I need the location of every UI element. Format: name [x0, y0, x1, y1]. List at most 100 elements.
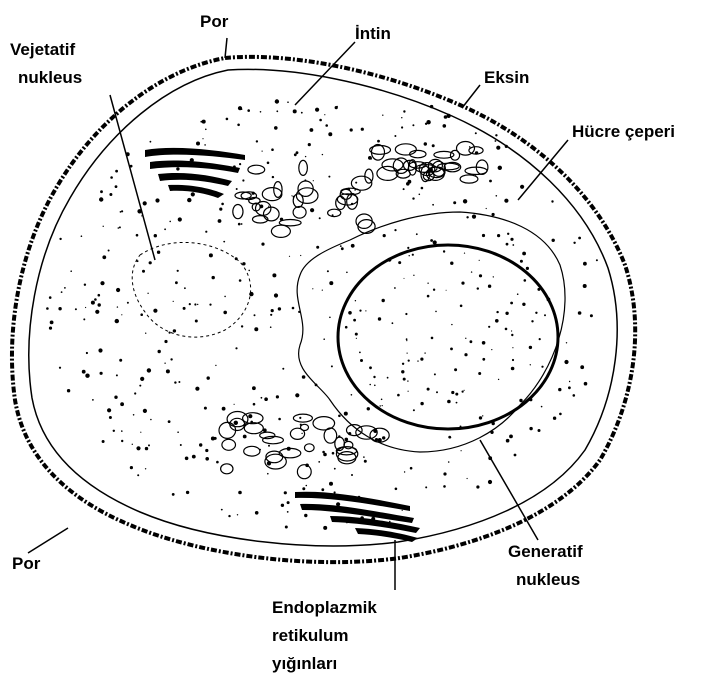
vacuole — [328, 209, 341, 216]
granule-dot — [238, 491, 242, 495]
chromatin-dot — [461, 282, 464, 285]
granule-dot — [584, 382, 588, 386]
granule-dot — [301, 433, 302, 434]
granule-dot — [316, 246, 319, 249]
granule-dot — [196, 142, 200, 146]
chromatin-dot — [401, 370, 404, 373]
granule-dot — [164, 228, 166, 230]
chromatin-dot — [456, 402, 458, 404]
label-endo-3: yığınları — [272, 652, 337, 676]
granule-dot — [424, 142, 427, 145]
chromatin-dot — [539, 338, 541, 340]
chromatin-dot — [394, 287, 396, 289]
granule-dot — [115, 319, 119, 323]
granule-dot — [453, 201, 456, 204]
chromatin-dot — [482, 358, 485, 361]
granule-dot — [178, 381, 180, 383]
granule-dot — [184, 287, 186, 289]
granule-dot — [209, 253, 213, 257]
granule-dot — [261, 243, 264, 246]
granule-dot — [49, 296, 52, 299]
granule-dot — [187, 198, 191, 202]
granule-dot — [367, 407, 370, 410]
chromatin-dot — [413, 275, 414, 276]
granule-dot — [176, 167, 179, 170]
chromatin-dot — [424, 352, 425, 353]
granule-dot — [221, 203, 224, 206]
granule-dot — [98, 294, 101, 297]
granule-dot — [237, 124, 240, 127]
granule-dot — [551, 200, 553, 202]
chromatin-dot — [512, 347, 513, 348]
granule-dot — [504, 199, 508, 203]
vacuole — [347, 425, 363, 436]
granule-dot — [404, 471, 405, 472]
granule-dot — [221, 509, 223, 511]
leader-eksin — [462, 85, 480, 108]
vacuole — [450, 150, 459, 160]
granule-dot — [115, 170, 118, 173]
granule-dot — [401, 126, 403, 128]
granule-dot — [166, 369, 170, 373]
endoplasmic-reticulum-stack-top — [145, 148, 245, 198]
chromatin-dot — [522, 303, 525, 306]
granule-dot — [351, 474, 353, 476]
granule-dot — [119, 226, 121, 228]
granule-dot — [278, 418, 281, 421]
granule-dot — [75, 308, 77, 310]
granule-dot — [447, 114, 451, 118]
chromatin-dot — [460, 305, 463, 308]
granule-dot — [412, 124, 414, 126]
granule-dot — [340, 245, 342, 247]
granule-dot — [278, 307, 281, 310]
granule-dot — [341, 247, 344, 250]
vacuole — [262, 188, 282, 201]
granule-dot — [363, 456, 365, 458]
granule-dot — [295, 393, 299, 397]
granule-dot — [98, 303, 101, 306]
granule-dot — [529, 427, 532, 430]
granule-dot — [147, 293, 148, 294]
vacuole — [382, 159, 403, 171]
granule-dot — [394, 135, 396, 137]
chromatin-dot — [359, 310, 361, 312]
granule-dot — [212, 276, 215, 279]
chromatin-dot — [382, 299, 385, 302]
granule-dot — [223, 241, 225, 243]
chromatin-dot — [381, 399, 383, 401]
granule-dot — [284, 491, 287, 494]
chromatin-dot — [392, 322, 394, 324]
granule-dot — [497, 234, 500, 237]
chromatin-dot — [402, 363, 404, 365]
chromatin-dot — [408, 360, 410, 362]
vacuole — [393, 158, 408, 173]
granule-dot — [239, 279, 242, 282]
chromatin-dot — [409, 255, 410, 256]
chromatin-dot — [537, 288, 540, 291]
granule-dot — [268, 445, 270, 447]
label-generatif-1: Generatif — [508, 540, 583, 564]
granule-dot — [496, 146, 500, 150]
granule-dot — [145, 333, 146, 334]
granule-dot — [140, 313, 143, 316]
granule-dot — [199, 443, 202, 446]
granule-dot — [289, 256, 290, 257]
granule-dot — [520, 260, 523, 263]
granule-dot — [202, 138, 203, 139]
exine-outer-wall — [12, 57, 635, 562]
chromatin-dot — [482, 341, 486, 345]
granule-dot — [467, 478, 468, 479]
granule-dot — [249, 292, 253, 296]
chromatin-dot — [420, 402, 423, 405]
granule-dot — [275, 99, 279, 103]
chromatin-dot — [433, 289, 435, 291]
granule-dot — [205, 231, 207, 233]
chromatin-dot — [505, 328, 508, 331]
label-eksin: Eksin — [484, 66, 529, 90]
chromatin-dot — [373, 376, 375, 378]
granule-dot — [109, 193, 112, 196]
granule-dot — [302, 487, 305, 490]
chromatin-dot — [478, 372, 481, 375]
granule-dot — [148, 444, 150, 446]
chromatin-dot — [479, 416, 482, 419]
